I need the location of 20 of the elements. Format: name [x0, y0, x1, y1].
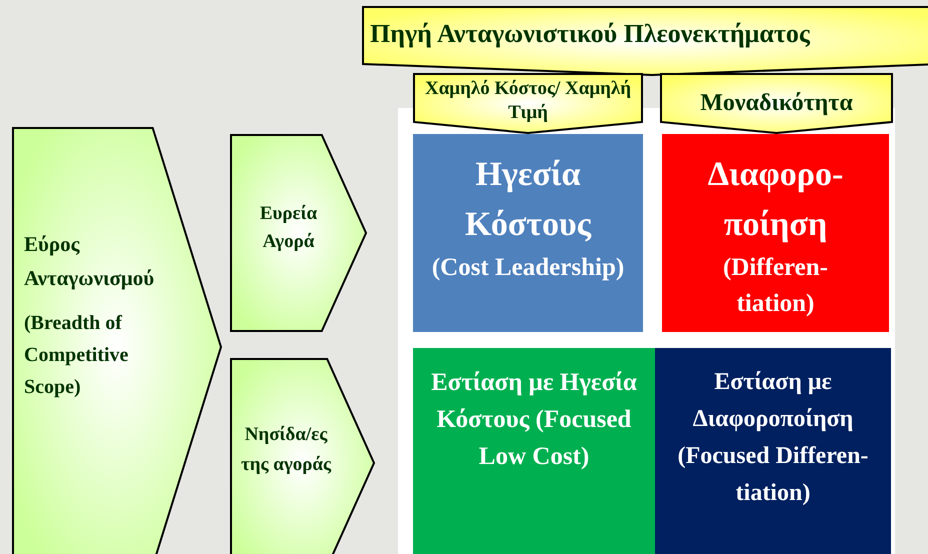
- node-title: Μοναδικότητα: [699, 89, 854, 118]
- node-title: Διαφορο- ποίηση: [706, 155, 844, 245]
- node-subtitle: (Breadth of Competitive Scope): [24, 311, 130, 400]
- node-subtitle: (Differen- tiation): [722, 253, 830, 319]
- arrow-shape: [12, 127, 222, 554]
- strategy-cell: [655, 348, 891, 554]
- node-title: Χαμηλό Κόστος/ Χαμηλή Τιμή: [424, 77, 632, 125]
- node-subtitle: (Cost Leadership): [430, 253, 626, 283]
- arrow-shape: [230, 358, 375, 554]
- strategy-cell: [662, 134, 889, 332]
- node-title: Ηγεσία Κόστους: [464, 155, 592, 245]
- strategy-cell: [413, 134, 643, 332]
- strategy-cell: [413, 348, 655, 554]
- node-title: Εστίαση με Διαφοροποίηση (Focused Differen- tiation): [676, 368, 870, 508]
- node-title: Ευρεία Αγορά: [258, 202, 318, 254]
- node-title: Εύρος Ανταγωνισμού: [24, 231, 156, 292]
- arrow-shape: [230, 134, 367, 332]
- node-title: Νησίδα/ες της αγοράς: [240, 423, 332, 477]
- node-title: Εστίαση με Ηγεσία Κόστους (Focused Low Cost): [430, 368, 638, 472]
- node-title: Πηγή Ανταγωνιστικού Πλεονεκτήματος: [370, 18, 811, 50]
